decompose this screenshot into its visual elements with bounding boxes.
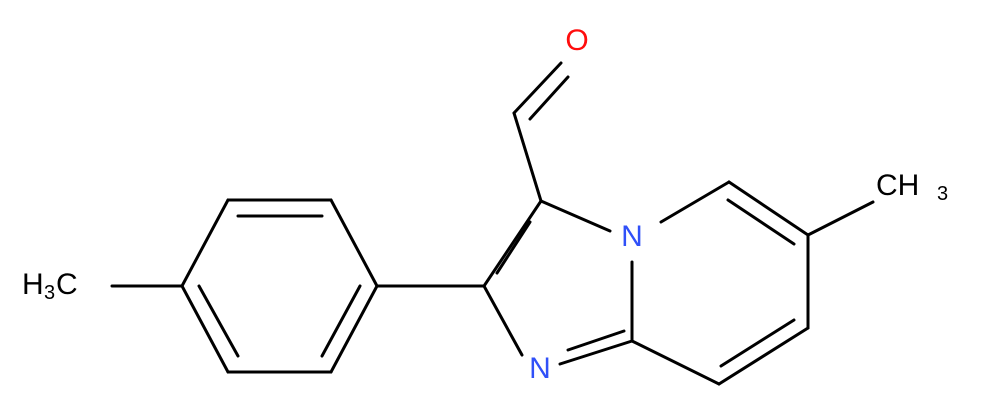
atom-labels: O N N CH 3 H 3 C: [22, 24, 948, 385]
bond-ar1-ar2: [329, 198, 379, 288]
bond-cho-o: [512, 61, 563, 115]
bond-c5-c6: [727, 180, 810, 237]
bond-c3-c2: [482, 199, 543, 288]
methyl-left-c: C: [56, 268, 78, 301]
nitrogen-ring-label: N: [529, 352, 551, 385]
bond-ar6-ar1-double: [320, 284, 362, 358]
bond-ar4-ar5-double: [197, 284, 240, 358]
bond-cho-o-double: [528, 75, 570, 121]
methyl-left-subscript: 3: [44, 282, 55, 304]
bond-n-c5: [659, 180, 731, 224]
bond-c6-methyl: [806, 200, 875, 237]
bond-c7-c8-double: [719, 318, 796, 368]
oxygen-label: O: [565, 24, 588, 57]
bond-n1-c8a-double: [566, 329, 626, 352]
methyl-left-h: H: [22, 268, 44, 301]
methyl-right-subscript: 3: [937, 183, 948, 205]
bonds: [110, 61, 875, 386]
bond-n1-c8a: [558, 339, 634, 366]
nitrogen-bridge-label: N: [621, 220, 643, 253]
bond-c2-n1: [482, 284, 524, 357]
bond-c5-c6-double: [726, 198, 796, 246]
methyl-left-label: H 3 C: [22, 268, 78, 304]
methyl-right-main: CH: [876, 169, 919, 202]
bond-ar6-ar1: [329, 284, 379, 374]
bond-c8-c8a: [630, 339, 721, 386]
bond-c3-c2-double: [495, 220, 532, 275]
bond-c3-cho: [512, 111, 543, 203]
methyl-right-label: CH 3: [876, 169, 948, 205]
bond-ar4-ar5: [180, 284, 230, 374]
bond-c3-n: [539, 199, 612, 233]
bond-c7-c8: [717, 326, 810, 386]
bond-ar3-ar4: [180, 198, 230, 288]
